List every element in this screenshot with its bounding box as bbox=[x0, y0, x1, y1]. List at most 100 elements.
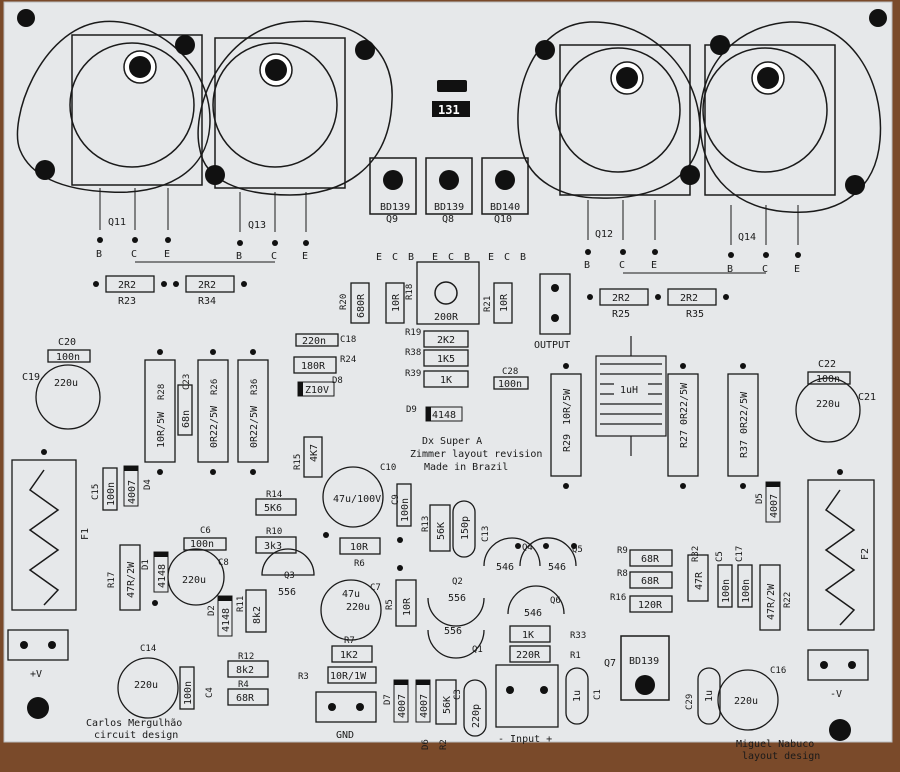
diode-bodies bbox=[123, 381, 781, 723]
svg-text:100n: 100n bbox=[498, 379, 522, 390]
svg-text:556: 556 bbox=[444, 626, 462, 637]
svg-text:1u: 1u bbox=[704, 690, 715, 702]
svg-text:C8: C8 bbox=[218, 558, 229, 568]
svg-text:D6: D6 bbox=[421, 739, 431, 750]
r19-value: 2K2 bbox=[437, 335, 455, 346]
svg-text:C: C bbox=[762, 264, 768, 275]
svg-text:C6: C6 bbox=[200, 526, 211, 536]
svg-text:E: E bbox=[302, 251, 308, 262]
svg-text:10R: 10R bbox=[402, 597, 413, 616]
to126-q8: BD139 Q8 bbox=[425, 157, 473, 225]
connector-neg: -V bbox=[807, 649, 869, 700]
svg-text:F2: F2 bbox=[860, 548, 871, 560]
r9-ref: R9 bbox=[617, 546, 628, 556]
svg-text:Q7: Q7 bbox=[604, 658, 616, 669]
svg-text:C1: C1 bbox=[593, 689, 603, 700]
svg-text:220n: 220n bbox=[302, 336, 326, 347]
svg-text:C: C bbox=[619, 260, 625, 271]
svg-text:C: C bbox=[271, 251, 277, 262]
svg-text:Q5: Q5 bbox=[572, 545, 583, 555]
svg-text:E: E bbox=[651, 260, 657, 271]
svg-text:47R/2W: 47R/2W bbox=[766, 583, 777, 620]
svg-text:- Input +: - Input + bbox=[498, 734, 552, 745]
svg-text:C7: C7 bbox=[370, 583, 381, 593]
svg-text:556: 556 bbox=[448, 593, 466, 604]
connector-output: OUTPUT bbox=[534, 273, 571, 351]
svg-text:68n: 68n bbox=[181, 410, 192, 428]
svg-text:+V: +V bbox=[30, 669, 42, 680]
small-transistors bbox=[261, 537, 577, 659]
r35-value: 2R2 bbox=[680, 293, 698, 304]
svg-text:47u: 47u bbox=[342, 589, 360, 600]
svg-text:R26: R26 bbox=[210, 379, 220, 395]
svg-text:100n: 100n bbox=[183, 681, 194, 705]
r6-ref: R6 bbox=[354, 559, 365, 569]
svg-text:100n: 100n bbox=[56, 352, 80, 363]
svg-text:R29: R29 bbox=[562, 434, 573, 452]
svg-text:R37: R37 bbox=[739, 440, 750, 458]
small-transistor-labels: 556 Q3 556 Q2 556 Q1 546 Q4 546 Q5 546 Q… bbox=[278, 543, 583, 655]
svg-text:Q8: Q8 bbox=[442, 214, 454, 225]
svg-text:R11: R11 bbox=[236, 596, 246, 612]
r8-ref: R8 bbox=[617, 569, 628, 579]
svg-text:C20: C20 bbox=[58, 337, 76, 348]
svg-text:1u: 1u bbox=[572, 690, 583, 702]
diode-labels: Z10V D8 4148 D9 4007 D4 4148 D1 4148 D2 … bbox=[127, 376, 780, 750]
svg-text:4007: 4007 bbox=[397, 694, 408, 718]
svg-text:B: B bbox=[236, 251, 242, 262]
svg-text:47R/2W: 47R/2W bbox=[126, 561, 137, 598]
r10-ref: R10 bbox=[266, 527, 282, 537]
r33-value: 1K bbox=[522, 630, 534, 641]
svg-text:131: 131 bbox=[438, 103, 460, 117]
r7-value: 1K2 bbox=[340, 650, 358, 661]
svg-text:100n: 100n bbox=[741, 579, 752, 603]
svg-text:C10: C10 bbox=[380, 463, 396, 473]
q14-label: Q14 bbox=[738, 232, 756, 243]
r24-ref: R24 bbox=[340, 355, 356, 365]
svg-text:220p: 220p bbox=[471, 704, 482, 728]
svg-text:0R22/5W: 0R22/5W bbox=[679, 382, 690, 425]
r23-ref: R23 bbox=[118, 296, 136, 307]
svg-text:10R/5W: 10R/5W bbox=[156, 411, 167, 448]
credit-left-1: Carlos Mergulhão bbox=[86, 718, 182, 729]
svg-text:D4: D4 bbox=[143, 479, 153, 490]
svg-text:10R/5W: 10R/5W bbox=[562, 388, 573, 425]
svg-text:100n: 100n bbox=[816, 374, 840, 385]
svg-text:C4: C4 bbox=[205, 687, 215, 698]
svg-text:0R22/5W: 0R22/5W bbox=[739, 391, 750, 434]
r24-value: 180R bbox=[301, 361, 326, 372]
svg-text:0R22/5W: 0R22/5W bbox=[209, 405, 220, 448]
r1-ref: R1 bbox=[570, 651, 581, 661]
svg-text:C17: C17 bbox=[735, 546, 745, 562]
svg-text:C21: C21 bbox=[858, 392, 876, 403]
q12-label: Q12 bbox=[595, 229, 613, 240]
svg-text:10R: 10R bbox=[499, 293, 510, 312]
svg-text:Q10: Q10 bbox=[494, 214, 512, 225]
svg-text:E: E bbox=[794, 264, 800, 275]
svg-text:B: B bbox=[584, 260, 590, 271]
svg-text:4007: 4007 bbox=[769, 494, 780, 518]
svg-text:C22: C22 bbox=[818, 359, 836, 370]
resistor-values: 2R2 R23 2R2 R34 2R2 R25 2R2 R35 2K2 R19 … bbox=[118, 280, 704, 704]
r34-value: 2R2 bbox=[198, 280, 216, 291]
svg-text:E: E bbox=[432, 252, 438, 263]
fuse-f2: F2 bbox=[807, 479, 875, 631]
r12-value: 8k2 bbox=[236, 665, 254, 676]
r23-value: 2R2 bbox=[118, 280, 136, 291]
svg-text:C19: C19 bbox=[22, 372, 40, 383]
svg-text:4K7: 4K7 bbox=[309, 444, 320, 462]
svg-text:0R22/5W: 0R22/5W bbox=[249, 405, 260, 448]
svg-text:556: 556 bbox=[278, 587, 296, 598]
r12-ref: R12 bbox=[238, 652, 254, 662]
r4-ref: R4 bbox=[238, 680, 249, 690]
svg-text:B: B bbox=[464, 252, 470, 263]
title-line-2: Zimmer layout revision bbox=[410, 449, 542, 460]
svg-text:C28: C28 bbox=[502, 367, 518, 377]
fuse-f1: F1 bbox=[11, 459, 91, 611]
svg-text:4007: 4007 bbox=[419, 694, 430, 718]
title-line-1: Dx Super A bbox=[422, 436, 482, 447]
